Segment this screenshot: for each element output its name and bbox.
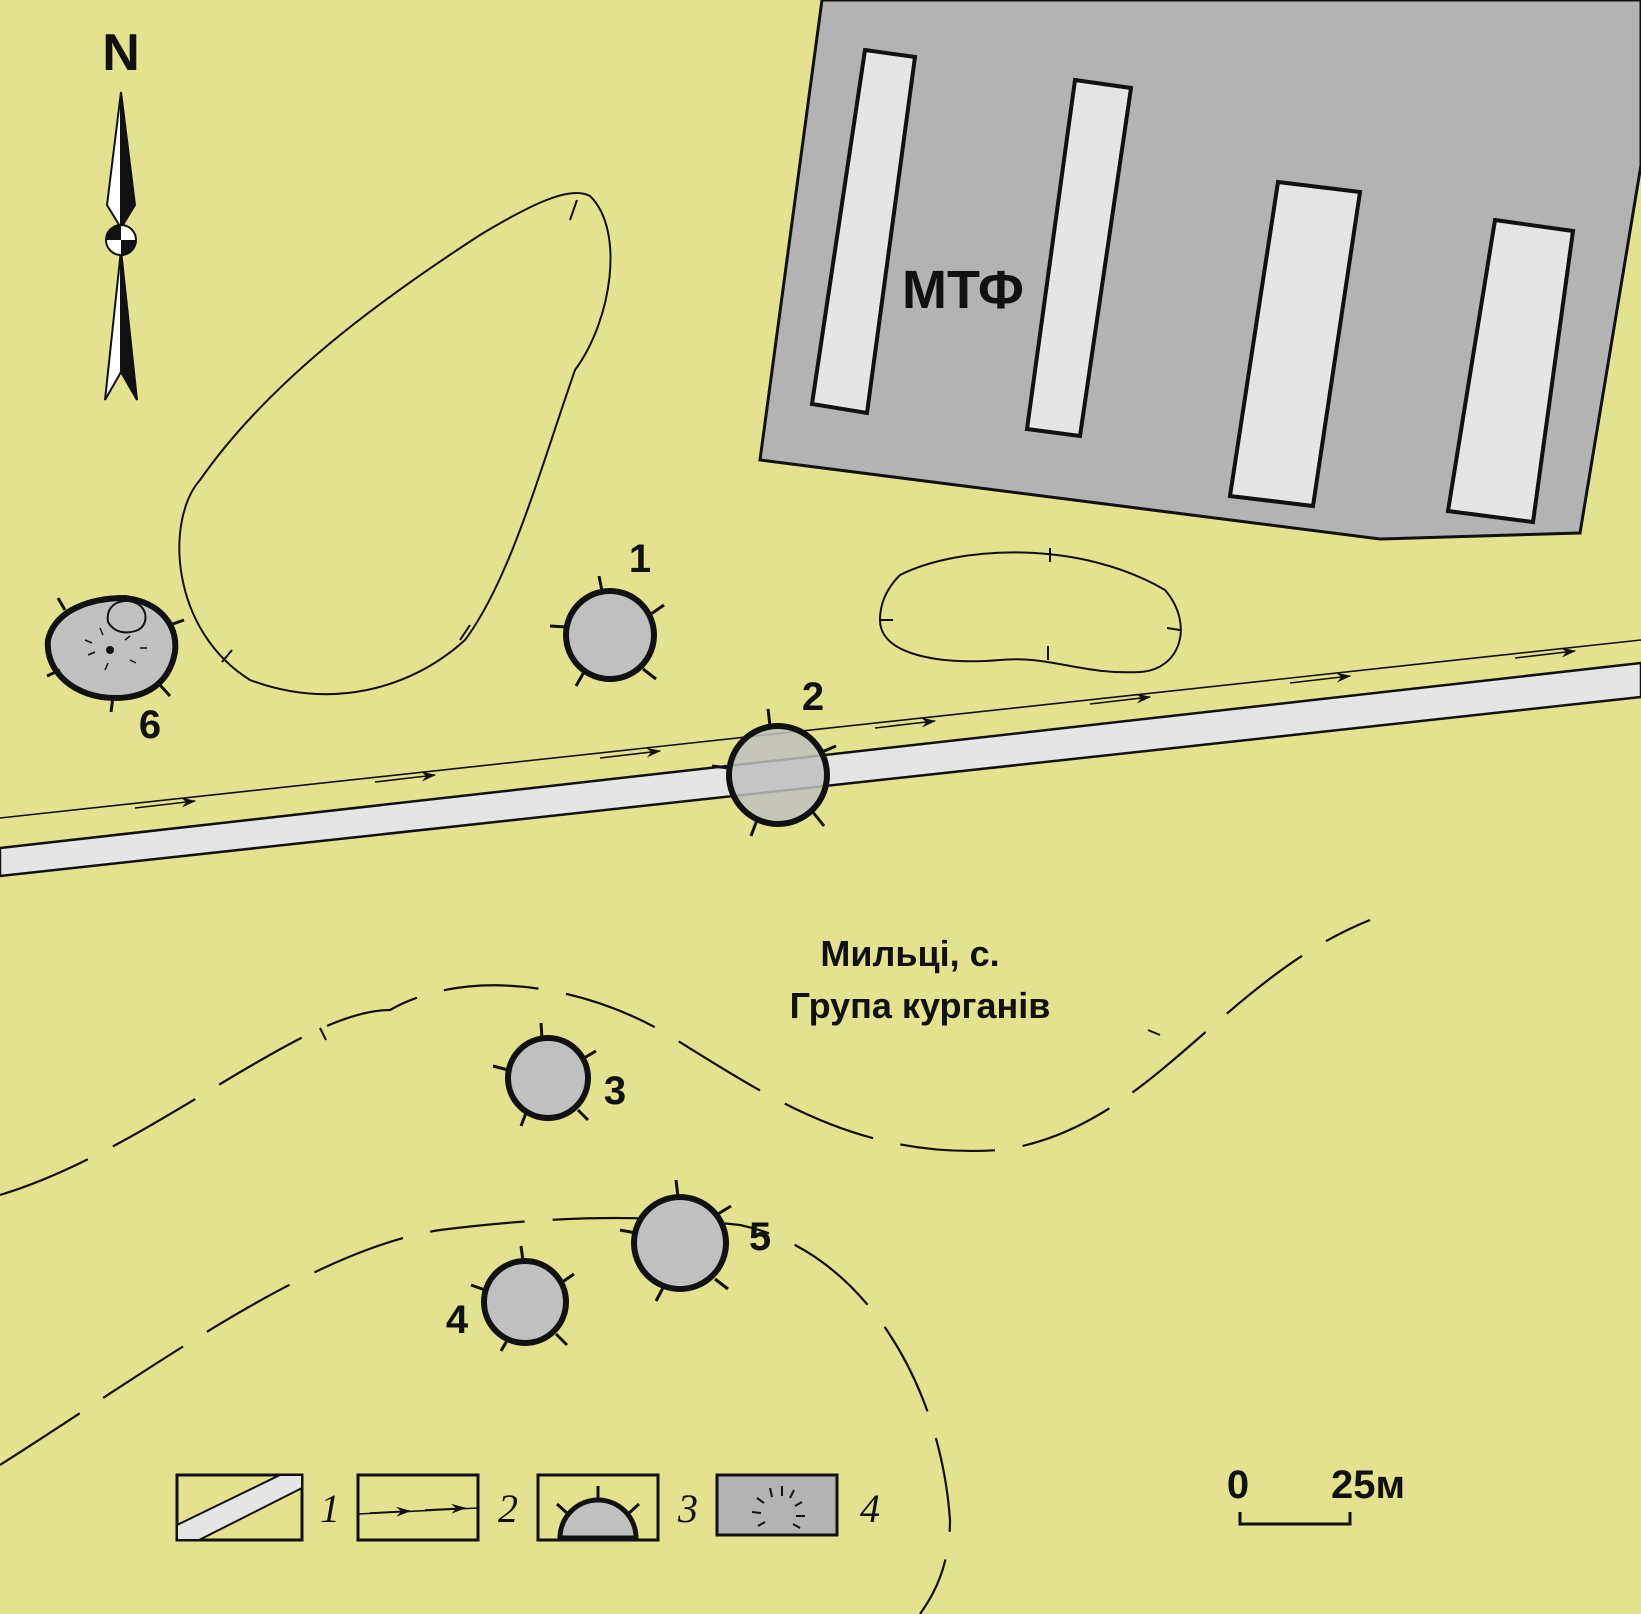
farm-building-3 bbox=[1227, 179, 1363, 509]
legend-kurgan: 3 bbox=[536, 1473, 698, 1542]
farm-complex: МТФ bbox=[758, 0, 1641, 541]
kurgan-4-label: 4 bbox=[446, 1298, 469, 1342]
contour-kidney bbox=[878, 548, 1182, 674]
kurgan-5[interactable]: 5 bbox=[619, 1179, 771, 1302]
kurgan-2-label: 2 bbox=[802, 675, 824, 719]
farm-label: МТФ bbox=[902, 260, 1024, 320]
farm-building-2 bbox=[1024, 77, 1134, 439]
farm-building-4 bbox=[1445, 217, 1576, 525]
legend: 1 2 3 bbox=[175, 1473, 880, 1542]
title-line-2: Група курганів bbox=[790, 985, 1051, 1026]
kurgan-3-label: 3 bbox=[604, 1069, 626, 1113]
path-arrows bbox=[0, 639, 1641, 819]
legend-disturbed-kurgan: 4 bbox=[715, 1473, 880, 1537]
farm-building-1 bbox=[809, 47, 918, 416]
contour-ticks bbox=[319, 1027, 1161, 1041]
kurgan-3[interactable]: 3 bbox=[492, 1022, 626, 1127]
title-line-1: Мильці, с. bbox=[820, 933, 999, 974]
kurgan-1-label: 1 bbox=[629, 537, 651, 581]
legend-path: 2 bbox=[356, 1473, 518, 1542]
farm-area bbox=[758, 0, 1641, 541]
kurgan-4[interactable]: 4 bbox=[446, 1245, 575, 1352]
scale-end-label: 25м bbox=[1331, 1463, 1405, 1507]
north-label: N bbox=[102, 24, 140, 82]
legend-road: 1 bbox=[175, 1473, 340, 1542]
map-title: Мильці, с. Група курганів bbox=[790, 933, 1051, 1026]
contour-large bbox=[178, 191, 612, 696]
kurgan-6[interactable]: 6 bbox=[44, 594, 185, 747]
disturbance-marks bbox=[84, 627, 147, 671]
kurgan-1[interactable]: 1 bbox=[549, 537, 665, 687]
scale-start-label: 0 bbox=[1227, 1463, 1249, 1507]
legend-path-number: 2 bbox=[498, 1486, 518, 1531]
scale-bar: 0 25м bbox=[1227, 1463, 1405, 1526]
north-arrow: N bbox=[102, 24, 140, 401]
contour-dashed-upper bbox=[0, 918, 1371, 1197]
legend-road-number: 1 bbox=[320, 1486, 340, 1531]
legend-disturbed-number: 4 bbox=[860, 1486, 880, 1531]
kurgan-5-label: 5 bbox=[749, 1215, 771, 1259]
kurgan-2[interactable]: 2 bbox=[711, 675, 837, 837]
kurgan-6-label: 6 bbox=[139, 703, 161, 747]
legend-kurgan-number: 3 bbox=[677, 1486, 698, 1531]
